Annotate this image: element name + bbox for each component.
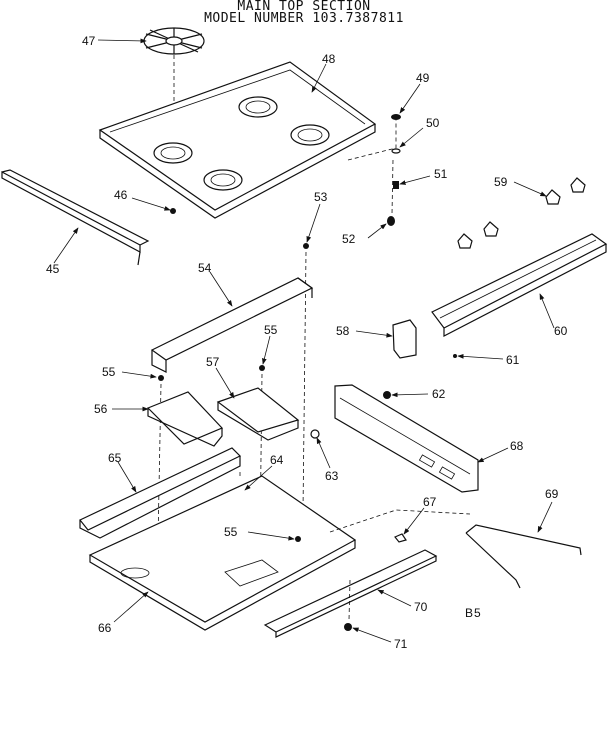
- callout-65: 65: [108, 451, 122, 465]
- callout-55-top: 55: [264, 323, 278, 337]
- diagram-title: MAIN TOP SECTION: [237, 0, 371, 14]
- callout-48: 48: [322, 52, 336, 66]
- callout-45: 45: [46, 262, 60, 276]
- part-46-screw: [170, 208, 176, 214]
- guide-line-53: [302, 251, 307, 511]
- part-55-screw-c: [295, 536, 301, 542]
- callout-52: 52: [342, 232, 356, 246]
- callout-56: 56: [94, 402, 108, 416]
- callout-64: 64: [270, 453, 284, 467]
- part-58-bracket: [392, 319, 417, 359]
- callout-47: 47: [82, 34, 96, 48]
- callout-58: 58: [336, 324, 350, 338]
- part-70-front-trim: [263, 549, 438, 638]
- callout-57: 57: [206, 355, 220, 369]
- part-69-rod: [465, 524, 582, 589]
- part-60-control-rail: [431, 233, 608, 337]
- callout-labels: 47 48 49 50 51 46 45 53 59 52 54 55 58 6…: [46, 34, 568, 651]
- callout-60: 60: [554, 324, 568, 338]
- callout-54: 54: [198, 261, 212, 275]
- callout-63: 63: [325, 469, 339, 483]
- part-47-burner-grate: [143, 27, 205, 55]
- callout-55-bottom: 55: [224, 525, 238, 539]
- callout-59: 59: [494, 175, 508, 189]
- callout-71: 71: [394, 637, 408, 651]
- callout-leaders: [53, 38, 555, 643]
- part-62-screw: [383, 391, 391, 399]
- part-66-base-pan: [88, 475, 357, 631]
- callout-68: 68: [510, 439, 524, 453]
- callout-69: 69: [545, 487, 559, 501]
- part-68-back-panel: [334, 384, 479, 493]
- part-61-screw: [453, 354, 457, 358]
- callout-50: 50: [426, 116, 440, 130]
- part-49-50-51-52-hardware: [387, 114, 401, 226]
- callout-49: 49: [416, 71, 430, 85]
- part-55-screw-b: [259, 365, 265, 371]
- callout-67: 67: [423, 495, 437, 509]
- guide-line-55a: [157, 383, 162, 541]
- part-57-shield: [216, 387, 300, 441]
- callout-51: 51: [434, 167, 448, 181]
- part-59-control-knobs: [457, 177, 586, 249]
- guide-line-51: [391, 159, 394, 215]
- callout-62: 62: [432, 387, 446, 401]
- part-54-top-bracket: [150, 277, 314, 373]
- model-number: MODEL NUMBER 103.7387811: [204, 11, 404, 26]
- page-code: B5: [465, 606, 482, 620]
- part-67-clip: [394, 533, 407, 543]
- callout-66: 66: [98, 621, 112, 635]
- part-45-front-rail: [1, 169, 150, 266]
- part-56-shield: [146, 391, 224, 447]
- callout-70: 70: [414, 600, 428, 614]
- part-71-screw: [344, 623, 352, 631]
- callout-46: 46: [114, 188, 128, 202]
- guide-line-49: [347, 120, 397, 161]
- guide-line-base: [329, 509, 471, 533]
- part-63-fastener: [310, 429, 320, 439]
- callout-55-left: 55: [102, 365, 116, 379]
- part-48-main-top: [98, 61, 377, 219]
- part-53-screw: [303, 243, 309, 249]
- part-65-side-rail: [79, 447, 242, 539]
- callout-53: 53: [314, 190, 328, 204]
- callout-61: 61: [506, 353, 520, 367]
- part-55-screw-a: [158, 375, 164, 381]
